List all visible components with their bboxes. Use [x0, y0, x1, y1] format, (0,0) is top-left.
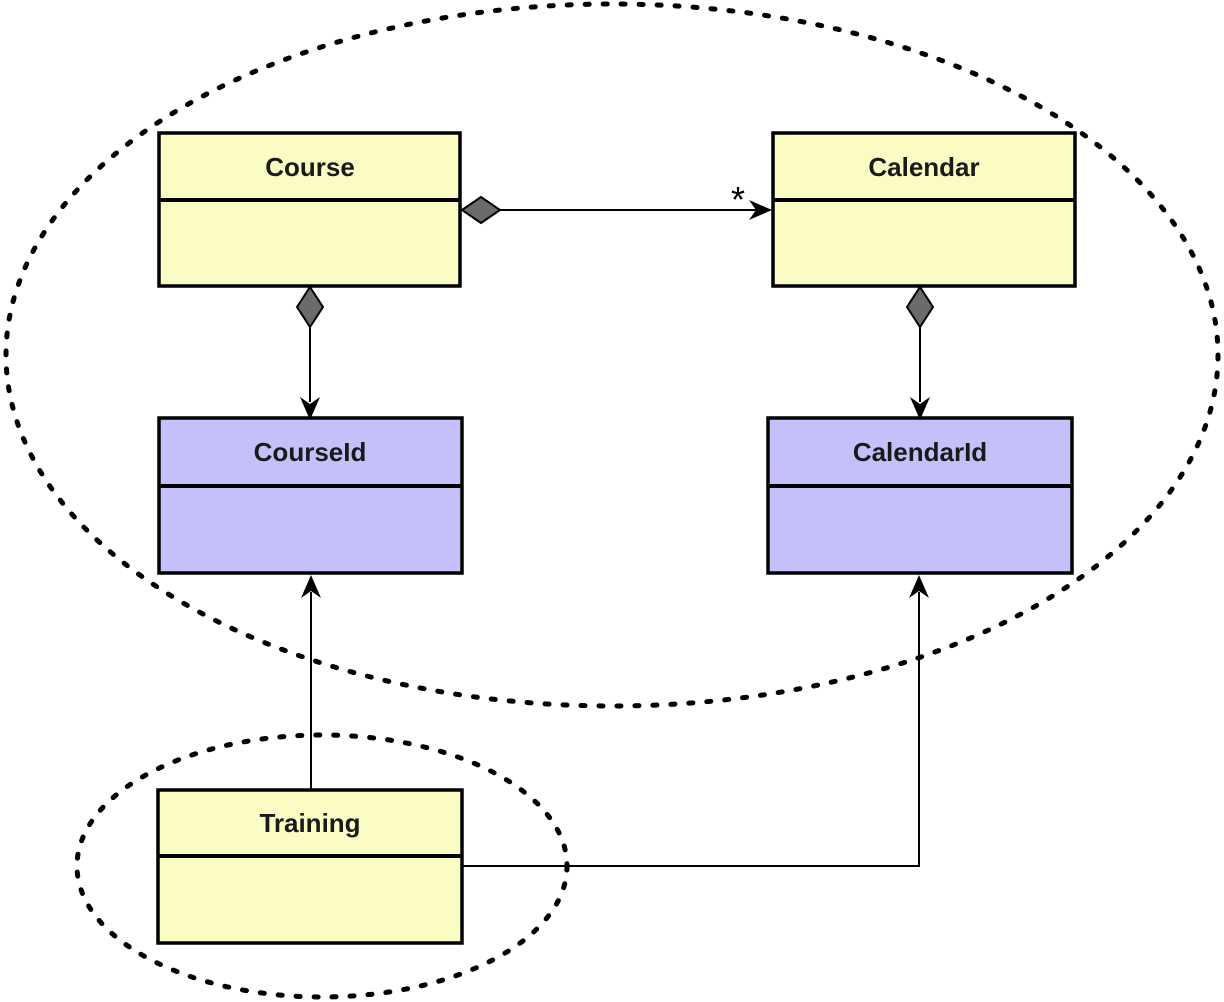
- class-calendarid-rect: [766, 416, 1074, 575]
- outer-context-boundary-ellipse: [3, 1, 1221, 709]
- multiplicity-star-label: *: [731, 179, 745, 220]
- class-node-courseid: CourseId: [157, 416, 464, 575]
- relation-calendar-calendarid: [905, 285, 935, 420]
- class-calendar-title: Calendar: [868, 152, 979, 182]
- aggregation-diamond-course-side: [460, 195, 502, 225]
- class-node-course: Course: [157, 131, 462, 288]
- class-node-calendarid: CalendarId: [766, 416, 1074, 575]
- class-node-calendar: Calendar: [771, 131, 1077, 288]
- class-node-training: Training: [156, 788, 464, 945]
- class-courseid-title: CourseId: [254, 437, 367, 467]
- class-calendar-rect: [771, 131, 1077, 288]
- relation-course-courseid: [295, 285, 325, 420]
- arrowhead-into-calendar: [749, 200, 772, 220]
- aggregation-diamond-below-calendar: [905, 285, 935, 329]
- class-calendarid-title: CalendarId: [853, 437, 987, 467]
- relation-training-calendarid: [462, 575, 929, 867]
- class-course-rect: [157, 131, 462, 288]
- arrowhead-into-calendarid-top: [910, 397, 930, 420]
- relation-training-courseid: [301, 575, 321, 790]
- class-training-title: Training: [259, 808, 360, 838]
- aggregation-diamond-below-course: [295, 285, 325, 329]
- arrowhead-into-calendarid-bottom: [909, 575, 929, 598]
- arrowhead-into-courseid-top: [300, 397, 320, 420]
- relation-course-calendar: *: [460, 179, 772, 225]
- arrowhead-into-courseid-bottom: [301, 575, 321, 598]
- class-training-rect: [156, 788, 464, 945]
- relation-training-calendarid-line: [462, 592, 920, 867]
- class-course-title: Course: [265, 152, 355, 182]
- class-courseid-rect: [157, 416, 464, 575]
